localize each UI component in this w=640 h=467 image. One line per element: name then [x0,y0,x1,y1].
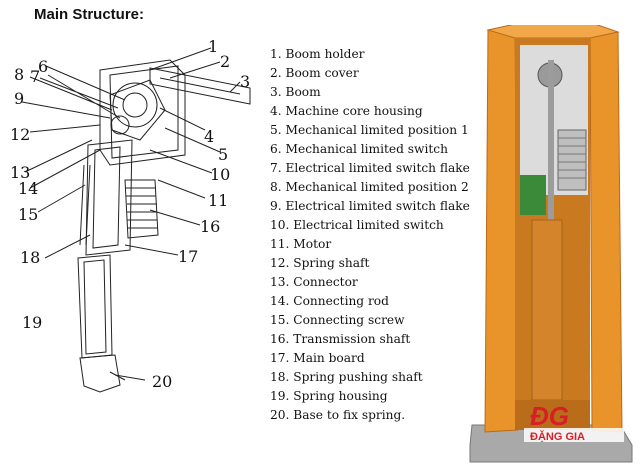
part-number: 1 [270,47,278,61]
callout-3: 3 [240,72,250,91]
callout-6: 6 [38,57,48,76]
part-label: Main board [293,351,365,365]
list-item: 7. Electrical limited switch flake [270,161,470,175]
callout-10: 10 [210,165,230,184]
parts-list: 1. Boom holder 2. Boom cover 3. Boom 4. … [270,45,470,425]
callout-5: 5 [218,145,228,164]
callout-16: 16 [200,217,220,236]
list-item: 6. Mechanical limited switch [270,142,448,156]
callout-9: 9 [14,89,24,108]
part-label: Base to fix spring. [293,408,406,422]
part-label: Machine core housing [285,104,423,118]
part-number: 17 [270,351,286,365]
list-item: 15. Connecting screw [270,313,405,327]
part-label: Mechanical limited position 1 [285,123,469,137]
callout-20: 20 [152,372,172,391]
part-label: Electrical limited switch [293,218,444,232]
part-label: Spring shaft [293,256,370,270]
part-label: Boom [285,85,321,99]
part-number: 11 [270,237,286,251]
page-title: Main Structure: [34,6,145,23]
list-item: 12. Spring shaft [270,256,370,270]
list-item: 13. Connector [270,275,358,289]
part-number: 15 [270,313,286,327]
part-number: 19 [270,389,286,403]
part-number: 9 [270,199,278,213]
part-number: 8 [270,180,278,194]
part-label: Transmission shaft [293,332,411,346]
part-number: 3 [270,85,278,99]
part-label: Connector [293,275,358,289]
part-number: 10 [270,218,286,232]
part-label: Boom holder [285,47,365,61]
part-number: 5 [270,123,278,137]
part-number: 13 [270,275,286,289]
list-item: 14. Connecting rod [270,294,389,308]
list-item: 4. Machine core housing [270,104,423,118]
part-number: 7 [270,161,278,175]
dang-gia-logo: ĐG ĐẶNG GIA [524,401,624,443]
callout-8: 8 [14,65,24,84]
part-number: 2 [270,66,278,80]
list-item: 19. Spring housing [270,389,388,403]
part-number: 6 [270,142,278,156]
part-number: 20 [270,408,286,422]
callout-18: 18 [20,248,40,267]
callout-15: 15 [18,205,38,224]
list-item: 3. Boom [270,85,321,99]
list-item: 17. Main board [270,351,365,365]
callout-12: 12 [10,125,30,144]
part-number: 12 [270,256,286,270]
part-label: Mechanical limited position 2 [285,180,469,194]
callout-14: 14 [18,179,38,198]
part-label: Spring housing [293,389,388,403]
part-label: Connecting screw [293,313,405,327]
logo-text: ĐẶNG GIA [530,430,585,443]
list-item: 11. Motor [270,237,332,251]
callout-1: 1 [208,37,218,56]
list-item: 16. Transmission shaft [270,332,411,346]
exploded-diagram: 1 2 3 4 5 6 7 8 9 10 11 12 13 14 15 16 1… [10,37,251,393]
callout-11: 11 [208,191,228,210]
callout-19: 19 [22,313,42,332]
list-item: 20. Base to fix spring. [270,408,406,422]
list-item: 9. Electrical limited switch flake [270,199,470,213]
callout-2: 2 [220,52,230,71]
callout-4: 4 [204,127,214,146]
part-number: 4 [270,104,278,118]
part-label: Connecting rod [293,294,389,308]
list-item: 18. Spring pushing shaft [270,370,423,384]
part-number: 16 [270,332,286,346]
svg-text:ĐG: ĐG [530,401,569,431]
part-label: Motor [293,237,332,251]
barrier-cabinet-photo: ĐG ĐẶNG GIA [469,25,633,463]
part-label: Electrical limited switch flake [285,199,470,213]
callout-7: 7 [30,67,40,86]
list-item: 2. Boom cover [270,66,359,80]
part-number: 18 [270,370,286,384]
part-number: 14 [270,294,286,308]
part-label: Mechanical limited switch [285,142,448,156]
callout-13: 13 [10,163,30,182]
list-item: 5. Mechanical limited position 1 [270,123,469,137]
part-label: Electrical limited switch flake [285,161,470,175]
part-label: Spring pushing shaft [293,370,423,384]
part-label: Boom cover [285,66,359,80]
list-item: 1. Boom holder [270,47,365,61]
callout-17: 17 [178,247,198,266]
list-item: 8. Mechanical limited position 2 [270,180,469,194]
list-item: 10. Electrical limited switch [270,218,444,232]
